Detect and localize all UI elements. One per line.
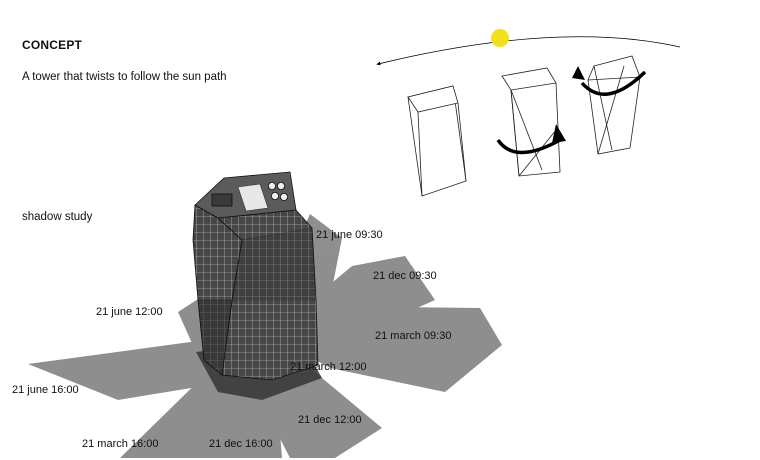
tower-face-right: [217, 209, 319, 381]
roof-panel: [237, 183, 269, 212]
sun-path: [376, 29, 681, 66]
rotation-arrowhead: [572, 66, 585, 80]
label-march-0930: 21 march 09:30: [375, 330, 451, 342]
roof-equipment: [267, 181, 276, 190]
tower-twist-shade: [197, 299, 233, 376]
sun-path-arrow-icon: [376, 36, 681, 66]
tower-twist-shade-right: [231, 227, 317, 301]
roof-equipment: [276, 181, 285, 190]
label-june-1200: 21 june 12:00: [96, 306, 163, 318]
concept-description: A tower that twists to follow the sun pa…: [22, 71, 227, 83]
shadow-march-0930: [275, 306, 502, 392]
rotation-arrow-icon: [496, 138, 561, 155]
rotation-arrow-icon: [580, 70, 647, 96]
roof-equipment: [279, 192, 288, 201]
label-dec-1200: 21 dec 12:00: [298, 414, 362, 426]
roof-unit: [211, 193, 233, 207]
label-dec-0930: 21 dec 09:30: [373, 270, 437, 282]
label-june-1600: 21 june 16:00: [12, 384, 79, 396]
concept-block-twist: [501, 67, 561, 177]
label-march-1600: 21 march 16:00: [82, 438, 158, 450]
concept-block-full-twist: [587, 55, 641, 155]
sun-icon: [491, 29, 509, 47]
label-march-1200: 21 march 12:00: [290, 361, 366, 373]
tower: [192, 171, 319, 381]
shadow-labels: 21 june 09:30 21 dec 09:30 21 june 12:00…: [12, 229, 451, 450]
label-june-0930: 21 june 09:30: [316, 229, 383, 241]
label-dec-1600: 21 dec 16:00: [209, 438, 273, 450]
concept-heading: CONCEPT: [22, 38, 83, 52]
concept-block-straight: [407, 85, 467, 197]
shadow-study-label: shadow study: [22, 211, 93, 223]
roof-equipment: [270, 191, 279, 200]
rotation-arrowhead: [552, 124, 566, 143]
